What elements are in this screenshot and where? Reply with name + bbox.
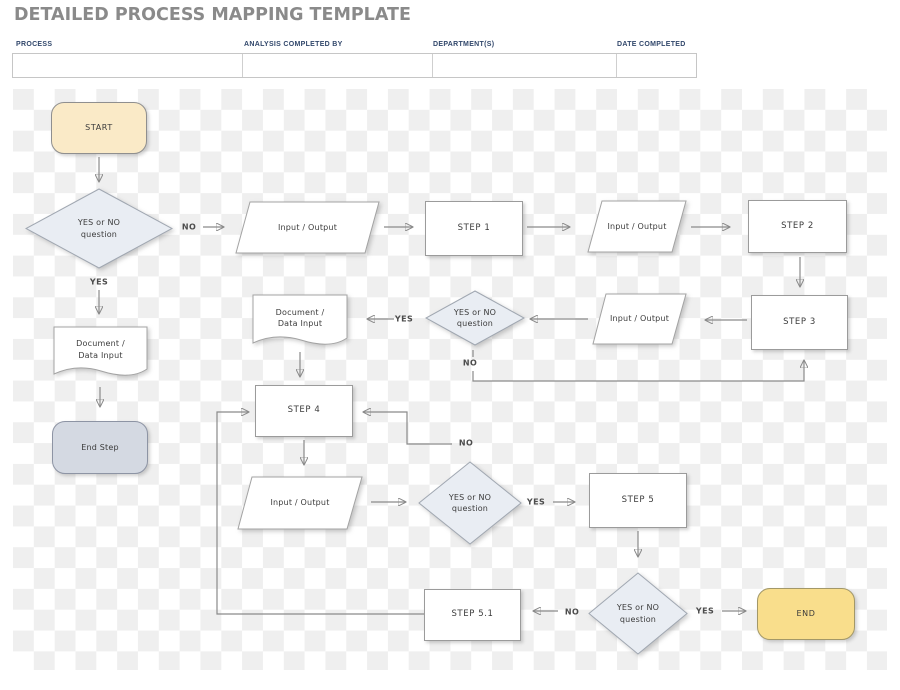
date-completed-field[interactable] bbox=[617, 54, 696, 77]
node-decision-2[interactable]: YES or NO question bbox=[425, 290, 525, 346]
node-io-4-label: Input / Output bbox=[270, 498, 330, 508]
node-document-1-label: Document / Data Input bbox=[76, 339, 125, 360]
node-step-4[interactable]: STEP 4 bbox=[255, 385, 353, 437]
parallelogram-shape bbox=[587, 200, 687, 253]
node-end-step[interactable]: End Step bbox=[52, 421, 148, 474]
diamond-shape bbox=[418, 461, 522, 545]
parallelogram-shape bbox=[237, 476, 363, 530]
node-decision-3[interactable]: YES or NO question bbox=[418, 461, 522, 545]
parallelogram-shape bbox=[592, 293, 687, 345]
node-document-1[interactable]: Document / Data Input bbox=[53, 326, 148, 381]
node-step-5-1[interactable]: STEP 5.1 bbox=[424, 589, 521, 641]
node-end[interactable]: END bbox=[757, 588, 855, 640]
node-step-5-1-label: STEP 5.1 bbox=[451, 609, 494, 620]
header-form-table bbox=[12, 53, 697, 78]
edge-label-yes-4: YES bbox=[695, 606, 715, 616]
edge-label-yes-3: YES bbox=[526, 497, 546, 507]
diamond-shape bbox=[588, 572, 688, 655]
date-completed-label: DATE COMPLETED bbox=[617, 41, 686, 48]
node-decision-4-label: YES or NO question bbox=[616, 603, 660, 624]
node-document-2-label: Document / Data Input bbox=[275, 307, 325, 328]
diamond-shape bbox=[425, 290, 525, 346]
node-io-3-label: Input / Output bbox=[609, 314, 670, 324]
node-step-4-label: STEP 4 bbox=[287, 405, 321, 416]
edge-label-yes-2: YES bbox=[394, 314, 414, 324]
edge-label-no-2: NO bbox=[462, 358, 478, 368]
process-label: PROCESS bbox=[16, 41, 53, 48]
edge-label-yes-1: YES bbox=[89, 277, 109, 287]
page-title: DETAILED PROCESS MAPPING TEMPLATE bbox=[14, 5, 411, 25]
edge-label-no-3: NO bbox=[458, 438, 474, 448]
node-document-2[interactable]: Document / Data Input bbox=[252, 294, 348, 350]
node-decision-1-label: YES or NO question bbox=[77, 218, 121, 239]
node-end-label: END bbox=[796, 609, 816, 619]
parallelogram-shape bbox=[235, 201, 380, 254]
node-step-5-label: STEP 5 bbox=[621, 494, 655, 505]
edge-label-no-1: NO bbox=[181, 222, 197, 232]
node-decision-2-label: YES or NO question bbox=[453, 307, 497, 328]
edge-label-no-4: NO bbox=[564, 607, 580, 617]
departments-field[interactable] bbox=[433, 54, 617, 77]
node-start[interactable]: START bbox=[51, 102, 147, 154]
departments-label: DEPARTMENT(S) bbox=[433, 41, 495, 48]
node-decision-3-label: YES or NO question bbox=[448, 492, 492, 513]
node-step-5[interactable]: STEP 5 bbox=[589, 473, 687, 528]
node-io-2-label: Input / Output bbox=[607, 221, 667, 231]
document-shape bbox=[53, 326, 148, 376]
node-decision-4[interactable]: YES or NO question bbox=[588, 572, 688, 655]
node-step-3[interactable]: STEP 3 bbox=[751, 295, 848, 350]
node-decision-1[interactable]: YES or NO question bbox=[25, 188, 173, 269]
node-end-step-label: End Step bbox=[81, 442, 119, 452]
analysis-completed-by-field[interactable] bbox=[243, 54, 433, 77]
node-step-1-label: STEP 1 bbox=[457, 222, 491, 233]
node-step-2-label: STEP 2 bbox=[781, 220, 814, 231]
node-step-1[interactable]: STEP 1 bbox=[425, 201, 523, 256]
document-shape bbox=[252, 294, 348, 345]
node-step-3-label: STEP 3 bbox=[783, 316, 816, 327]
node-step-2[interactable]: STEP 2 bbox=[748, 200, 847, 253]
node-start-label: START bbox=[85, 123, 113, 133]
process-field[interactable] bbox=[13, 54, 243, 77]
node-io-2[interactable]: Input / Output bbox=[587, 200, 687, 253]
node-io-1-label: Input / Output bbox=[277, 222, 338, 232]
analysis-completed-by-label: ANALYSIS COMPLETED BY bbox=[244, 41, 343, 48]
node-io-1[interactable]: Input / Output bbox=[235, 201, 380, 254]
node-io-3[interactable]: Input / Output bbox=[592, 293, 687, 345]
node-io-4[interactable]: Input / Output bbox=[237, 476, 363, 530]
diamond-shape bbox=[25, 188, 173, 269]
